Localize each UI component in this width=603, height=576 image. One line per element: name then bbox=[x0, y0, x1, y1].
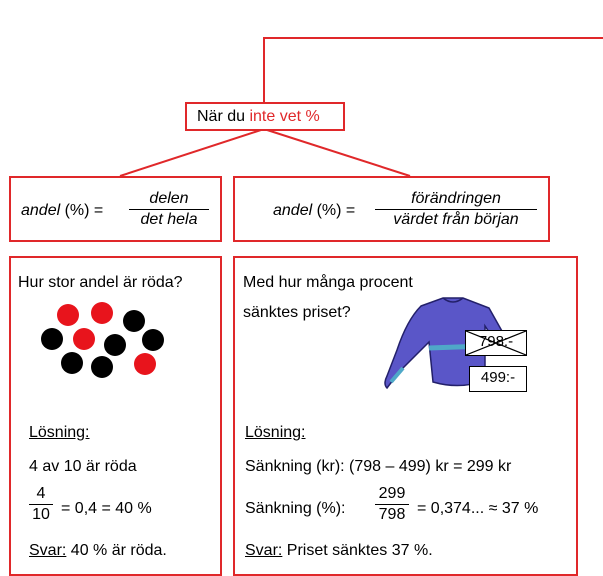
header-box: När du inte vet % bbox=[185, 102, 345, 131]
question-text-line-2: sänktes priset? bbox=[243, 304, 351, 321]
example-box-share: Hur stor andel är röda? Lösning: 4 av 10… bbox=[9, 256, 222, 576]
black-dot bbox=[104, 334, 126, 356]
solution-result: = 0,4 = 40 % bbox=[61, 500, 152, 517]
solution-label: Lösning: bbox=[245, 424, 306, 441]
answer-text: Svar: 40 % är röda. bbox=[29, 542, 167, 559]
formula-box-change: andel (%) = förändringen värdet från bör… bbox=[233, 176, 550, 242]
example-box-price-drop: Med hur många procent sänktes priset? 79… bbox=[233, 256, 578, 576]
solution-step: Sänkning (kr): (798 – 499) kr = 299 kr bbox=[245, 458, 512, 475]
red-dot bbox=[134, 353, 156, 375]
formula-lhs: andel (%) = bbox=[21, 202, 104, 219]
solution-label: Lösning: bbox=[29, 424, 90, 441]
red-dot bbox=[91, 302, 113, 324]
new-price-tag: 499:- bbox=[469, 366, 527, 392]
solution-fraction: 4 10 bbox=[29, 484, 53, 525]
formula-fraction: delen det hela bbox=[129, 189, 209, 230]
answer-text: Svar: Priset sänktes 37 %. bbox=[245, 542, 433, 559]
formula-lhs: andel (%) = bbox=[273, 202, 356, 219]
red-dot bbox=[57, 304, 79, 326]
black-dot bbox=[61, 352, 83, 374]
black-dot bbox=[91, 356, 113, 378]
formula-fraction: förändringen värdet från början bbox=[375, 189, 537, 230]
solution-step-label: Sänkning (%): bbox=[245, 500, 346, 517]
formula-box-part-whole: andel (%) = delen det hela bbox=[9, 176, 222, 242]
strike-icon bbox=[466, 331, 526, 355]
black-dot bbox=[41, 328, 63, 350]
solution-fraction: 299 798 bbox=[375, 484, 409, 525]
black-dot bbox=[123, 310, 145, 332]
solution-step: 4 av 10 är röda bbox=[29, 458, 137, 475]
question-text-line-1: Med hur många procent bbox=[243, 274, 413, 291]
question-text: Hur stor andel är röda? bbox=[18, 274, 183, 291]
header-text: När du inte vet % bbox=[197, 108, 320, 125]
old-price-tag: 798:- bbox=[465, 330, 527, 356]
red-dot bbox=[73, 328, 95, 350]
black-dot bbox=[142, 329, 164, 351]
solution-result: = 0,374... ≈ 37 % bbox=[417, 500, 539, 517]
